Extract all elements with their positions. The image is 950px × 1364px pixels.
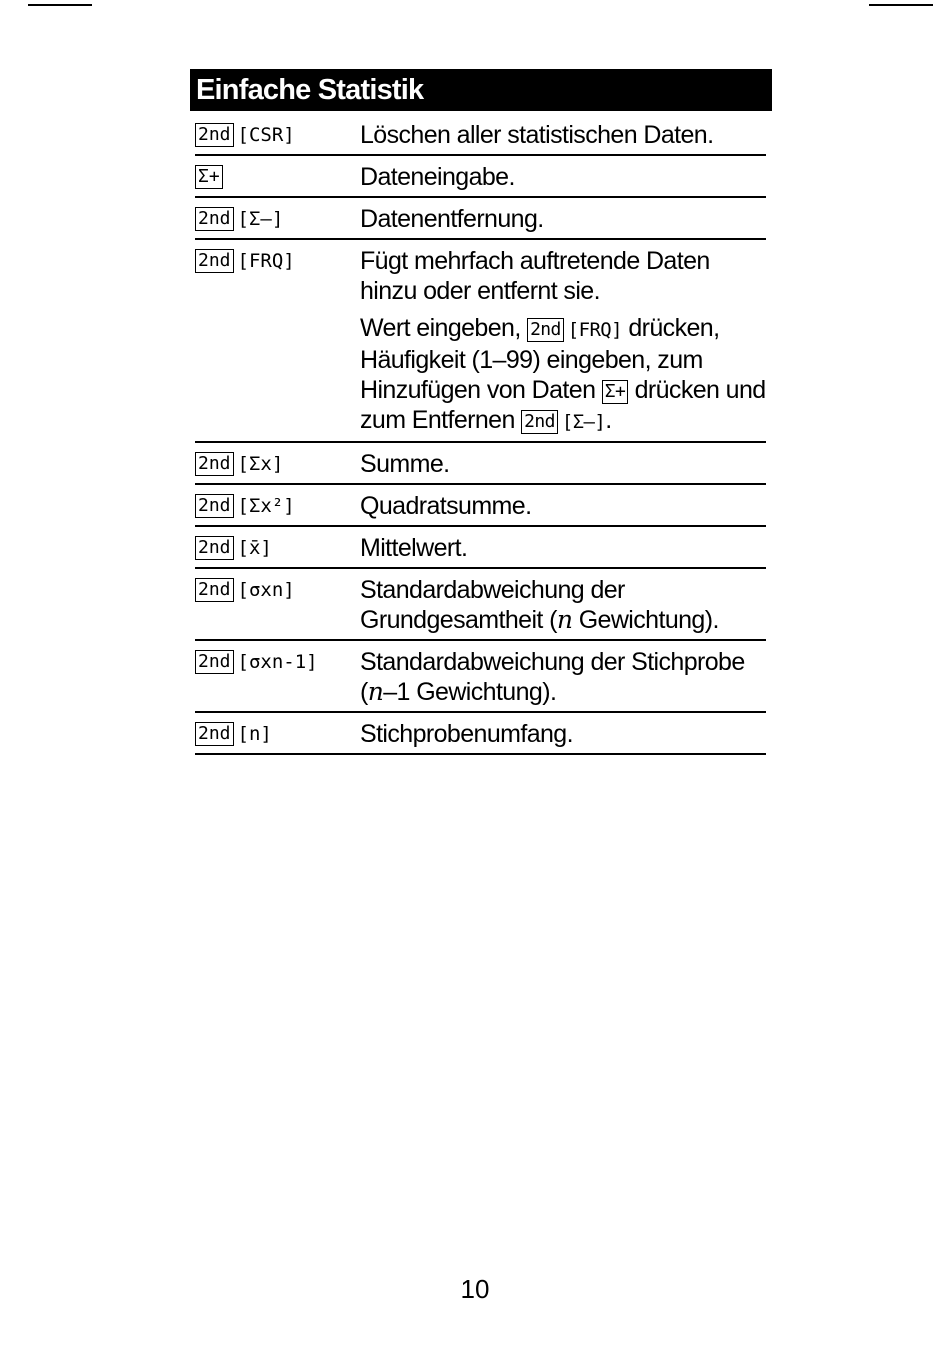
row-description: Standardabweichung der Grundgesamtheit (… bbox=[360, 576, 719, 634]
section-title: Einfache Statistik bbox=[196, 74, 424, 106]
key-sigma-plus: Σ+ bbox=[195, 165, 223, 189]
key-2nd: 2nd bbox=[195, 536, 234, 560]
key-sequence: 2nd[x̄] bbox=[195, 527, 360, 567]
second-function-label: [Σ–] bbox=[237, 208, 284, 230]
row-description: Fügt mehrfach auftretende Daten hinzu od… bbox=[360, 240, 766, 441]
crop-mark-right bbox=[869, 4, 933, 6]
table-row: 2nd[Σx²] Quadratsumme. bbox=[195, 485, 766, 527]
key-2nd: 2nd bbox=[521, 410, 558, 434]
row-description: Quadratsumme. bbox=[360, 492, 532, 520]
key-2nd: 2nd bbox=[195, 123, 234, 147]
key-sigma-plus: Σ+ bbox=[601, 380, 629, 404]
row-description: Standardabweichung der Stichprobe (n–1 G… bbox=[360, 648, 745, 706]
table-row: 2nd[x̄] Mittelwert. bbox=[195, 527, 766, 569]
key-sequence: 2nd[FRQ] bbox=[195, 240, 360, 441]
table-row: 2nd[n] Stichprobenumfang. bbox=[195, 713, 766, 755]
key-2nd: 2nd bbox=[195, 452, 234, 476]
second-function-label: [x̄] bbox=[237, 537, 272, 559]
key-2nd: 2nd bbox=[195, 578, 234, 602]
table-row: 2nd[FRQ] Fügt mehrfach auftretende Daten… bbox=[195, 240, 766, 443]
second-function-label: [CSR] bbox=[237, 124, 295, 146]
second-function-label: [Σx²] bbox=[237, 495, 295, 517]
statistics-key-table: 2nd[CSR] Löschen aller statistischen Dat… bbox=[195, 114, 766, 755]
key-sequence: Σ+ bbox=[195, 156, 360, 196]
second-function-label: [FRQ] bbox=[237, 250, 295, 272]
key-sequence: 2nd[Σ–] bbox=[195, 198, 360, 238]
second-function-label: [σxn-1] bbox=[237, 651, 318, 673]
second-function-label: [n] bbox=[237, 723, 272, 745]
key-sequence: 2nd[Σx²] bbox=[195, 485, 360, 525]
key-2nd: 2nd bbox=[195, 207, 234, 231]
row-description: Summe. bbox=[360, 450, 450, 478]
second-function-label: [Σx] bbox=[237, 453, 284, 475]
key-sequence: 2nd[Σx] bbox=[195, 443, 360, 483]
crop-mark-left bbox=[28, 4, 92, 6]
row-description: Dateneingabe. bbox=[360, 163, 515, 191]
second-function-label: [σxn] bbox=[237, 579, 295, 601]
key-2nd: 2nd bbox=[527, 318, 564, 342]
row-description: Datenentfernung. bbox=[360, 205, 544, 233]
row-description: Löschen aller statistischen Daten. bbox=[360, 121, 714, 149]
table-row: 2nd[Σ–] Datenentfernung. bbox=[195, 198, 766, 240]
variable-n: n bbox=[367, 677, 384, 706]
table-row: 2nd[σxn] Standardabweichung der Grundges… bbox=[195, 569, 766, 641]
key-sequence: 2nd[CSR] bbox=[195, 114, 360, 154]
page-number: 10 bbox=[460, 1274, 490, 1304]
key-sequence: 2nd[n] bbox=[195, 713, 360, 753]
section-header: Einfache Statistik bbox=[190, 69, 772, 111]
variable-n: n bbox=[556, 605, 573, 634]
frequency-note: Wert eingeben, 2nd[FRQ] drücken, Häufigk… bbox=[360, 314, 766, 434]
table-row: Σ+ Dateneingabe. bbox=[195, 156, 766, 198]
key-sequence: 2nd[σxn] bbox=[195, 569, 360, 639]
key-2nd: 2nd bbox=[195, 722, 234, 746]
key-2nd: 2nd bbox=[195, 249, 234, 273]
table-row: 2nd[CSR] Löschen aller statistischen Dat… bbox=[195, 114, 766, 156]
row-description: Mittelwert. bbox=[360, 534, 468, 562]
table-row: 2nd[σxn-1] Standardabweichung der Stichp… bbox=[195, 641, 766, 713]
key-2nd: 2nd bbox=[195, 494, 234, 518]
key-sequence: 2nd[σxn-1] bbox=[195, 641, 360, 711]
key-2nd: 2nd bbox=[195, 650, 234, 674]
table-row: 2nd[Σx] Summe. bbox=[195, 443, 766, 485]
row-description: Stichprobenumfang. bbox=[360, 720, 574, 748]
